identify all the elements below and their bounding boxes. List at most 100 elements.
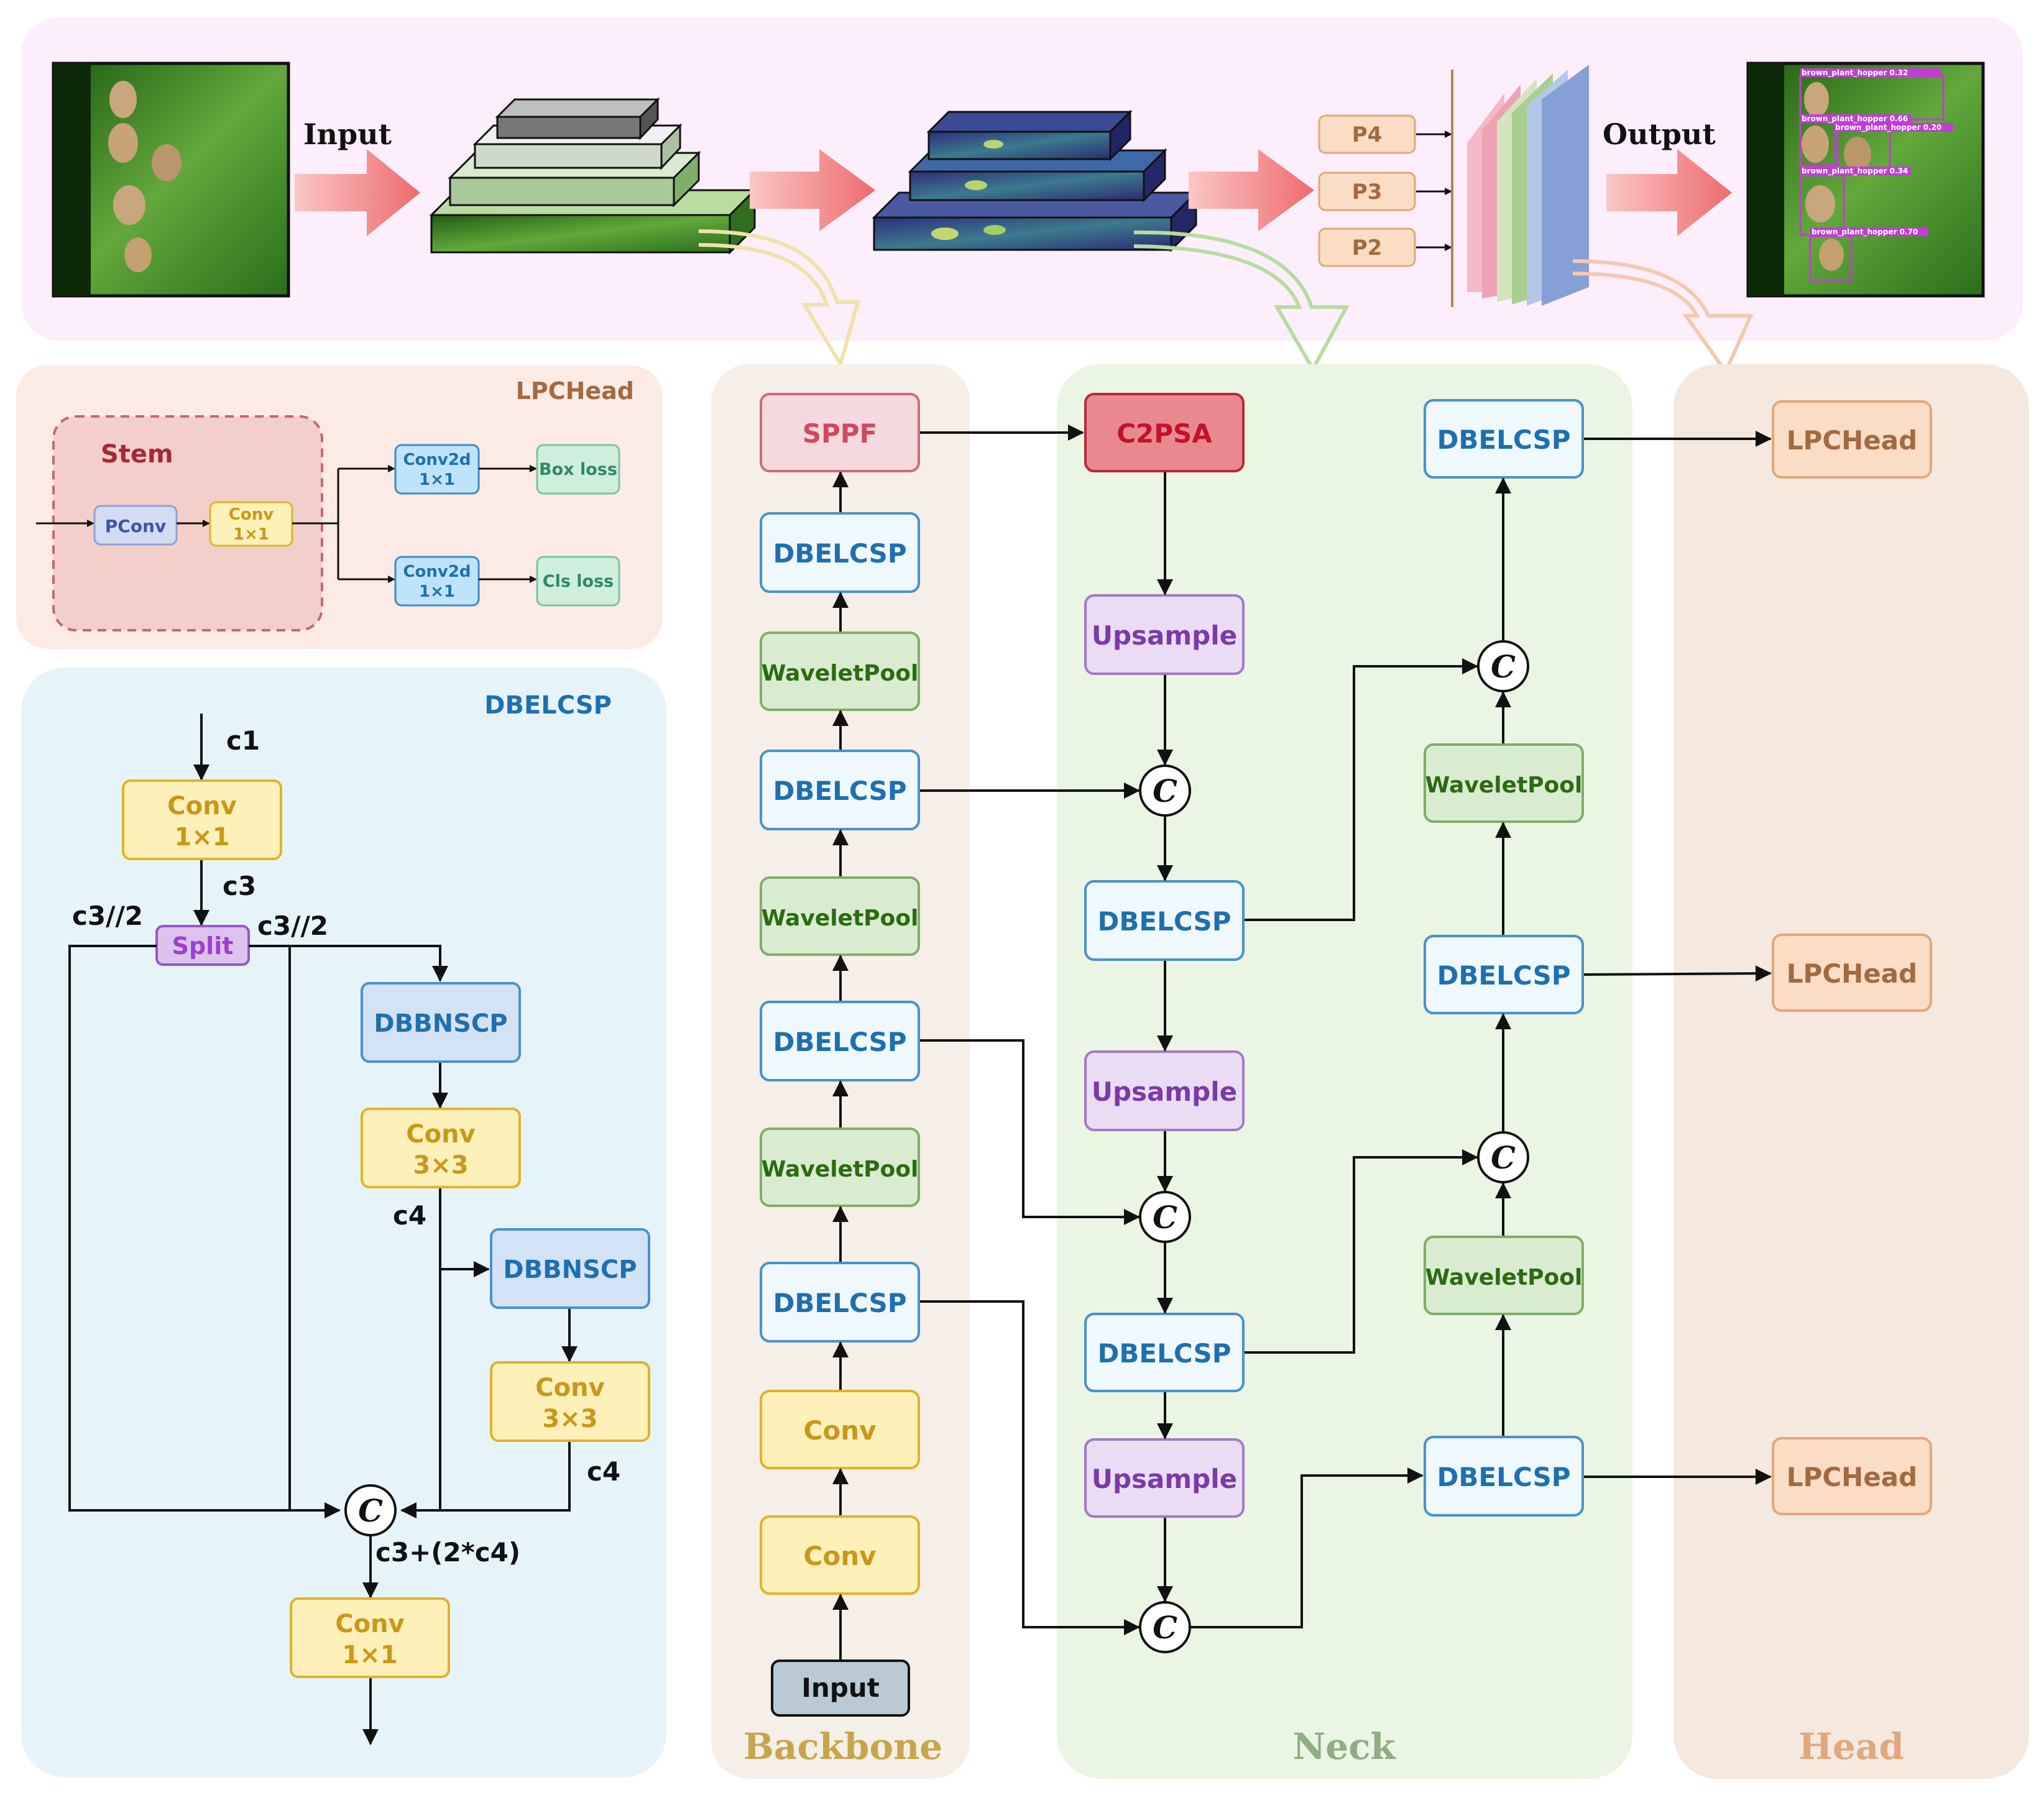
- image-pyramid-icon: [429, 97, 757, 255]
- stem-title: Stem: [101, 440, 173, 469]
- svg-text:Conv: Conv: [335, 1610, 404, 1638]
- conv2d-box-node: Conv2d 1×1: [394, 444, 480, 495]
- split-left-branch: [68, 945, 341, 1518]
- dbelcsp-conv-bottom: Conv 1×1: [290, 1597, 450, 1678]
- c4-a-label: c4: [393, 1200, 426, 1231]
- head-lpchead-bottom: LPCHead: [1772, 1437, 1932, 1515]
- input-big-arrow: [295, 149, 420, 236]
- svg-text:C: C: [1153, 773, 1177, 809]
- backbone-dbelcsp-4: DBELCSP: [760, 512, 920, 593]
- svg-text:Upsample: Upsample: [1092, 1077, 1237, 1107]
- neck-concat-2: C: [1139, 1191, 1191, 1243]
- svg-text:Upsample: Upsample: [1092, 620, 1237, 651]
- box-loss-node: Box loss: [536, 444, 620, 495]
- svg-text:DBELCSP: DBELCSP: [1437, 1462, 1571, 1492]
- stem-conv-node: Conv 1×1: [209, 501, 293, 547]
- head-link-arrow: [1572, 259, 1754, 376]
- backbone-conv-2: Conv: [760, 1390, 920, 1469]
- neck-concat-1: C: [1139, 764, 1191, 817]
- conv3-b-to-concat-edge: [400, 1442, 571, 1518]
- backbone-waveletpool-2: WaveletPool: [760, 876, 920, 956]
- svg-text:brown_plant_hopper 0.32: brown_plant_hopper 0.32: [1802, 68, 1908, 78]
- dbbnscp-b-node: DBBNSCP: [490, 1228, 650, 1309]
- svg-text:1×1: 1×1: [419, 582, 455, 601]
- svg-text:C2PSA: C2PSA: [1116, 418, 1212, 449]
- svg-text:1×1: 1×1: [233, 525, 269, 544]
- c3-label: c3: [223, 871, 256, 901]
- svg-text:brown_plant_hopper 0.66: brown_plant_hopper 0.66: [1802, 114, 1908, 124]
- backbone-waveletpool-1: WaveletPool: [760, 1127, 920, 1207]
- svg-text:1×1: 1×1: [174, 823, 229, 852]
- feature-big-arrow: [1189, 149, 1314, 231]
- neck-title: Neck: [1292, 1725, 1396, 1768]
- head-panel: [1673, 364, 2029, 1779]
- svg-text:WaveletPool: WaveletPool: [762, 906, 919, 931]
- svg-text:C: C: [358, 1492, 383, 1529]
- svg-text:DBELCSP: DBELCSP: [773, 1288, 907, 1318]
- svg-text:P2: P2: [1352, 236, 1383, 260]
- svg-text:C: C: [1491, 648, 1516, 685]
- pyramid-big-arrow: [750, 149, 875, 231]
- svg-text:WaveletPool: WaveletPool: [762, 661, 919, 686]
- dbbnscp-a-node: DBBNSCP: [361, 982, 521, 1063]
- conv3-a-node: Conv 3×3: [361, 1108, 521, 1188]
- svg-text:Cls loss: Cls loss: [543, 572, 614, 591]
- svg-text:DBBNSCP: DBBNSCP: [503, 1256, 637, 1284]
- svg-text:DBELCSP: DBELCSP: [1098, 906, 1231, 937]
- svg-text:Conv: Conv: [406, 1120, 475, 1149]
- output-big-arrow: [1606, 149, 1732, 236]
- svg-text:DBELCSP: DBELCSP: [1098, 1338, 1231, 1369]
- svg-text:Conv: Conv: [535, 1374, 604, 1402]
- neck-edges: [920, 425, 1772, 1635]
- svg-text:Box loss: Box loss: [539, 460, 617, 479]
- pyramid-level-p4: P4: [1318, 114, 1416, 154]
- neck-panel: [1057, 364, 1632, 1779]
- pconv-node: PConv: [93, 505, 178, 546]
- backbone-sppf: SPPF: [760, 393, 920, 472]
- neck-dbelcsp-out-large: DBELCSP: [1424, 399, 1584, 479]
- svg-text:DBELCSP: DBELCSP: [773, 776, 907, 806]
- pyramid-level-p2: P2: [1318, 227, 1416, 267]
- svg-text:C: C: [1153, 1199, 1177, 1236]
- neck-waveletpool-a: WaveletPool: [1424, 1236, 1584, 1315]
- svg-text:Conv2d: Conv2d: [403, 451, 471, 469]
- head-lpchead-mid: LPCHead: [1772, 934, 1932, 1012]
- head-title: Head: [1798, 1725, 1904, 1768]
- svg-text:WaveletPool: WaveletPool: [1425, 773, 1583, 798]
- svg-text:1×1: 1×1: [419, 471, 455, 489]
- pyramid-level-p3: P3: [1318, 172, 1416, 211]
- svg-text:SPPF: SPPF: [803, 418, 878, 449]
- neck-concat-5: C: [1477, 640, 1529, 692]
- neck-upsample-2: Upsample: [1084, 1050, 1245, 1131]
- backbone-dbelcsp-1: DBELCSP: [760, 1262, 920, 1343]
- svg-text:PConv: PConv: [105, 516, 167, 536]
- neck-upsample-3: Upsample: [1084, 1438, 1245, 1518]
- neck-concat-3: C: [1139, 1601, 1191, 1653]
- conv2d-cls-node: Conv2d 1×1: [394, 556, 480, 607]
- neck-dbelcsp-1: DBELCSP: [1084, 880, 1245, 961]
- svg-text:Conv: Conv: [167, 792, 236, 820]
- conv3-b-node: Conv 3×3: [490, 1361, 650, 1442]
- svg-text:Upsample: Upsample: [1092, 1464, 1237, 1494]
- svg-text:C: C: [1153, 1609, 1177, 1646]
- dbelcsp-conv-top: Conv 1×1: [122, 779, 282, 860]
- head-lpchead-top: LPCHead: [1772, 400, 1932, 479]
- input-label: Input: [303, 117, 392, 151]
- svg-text:Input: Input: [801, 1673, 880, 1703]
- c3-half-right-label: c3//2: [257, 911, 328, 941]
- svg-text:LPCHead: LPCHead: [1787, 425, 1917, 456]
- output-image: brown_plant_hopper 0.32 brown_plant_hopp…: [1746, 62, 1985, 298]
- neck-dbelcsp-2: DBELCSP: [1084, 1313, 1245, 1392]
- backbone-input: Input: [771, 1660, 910, 1717]
- svg-text:Conv: Conv: [804, 1541, 877, 1571]
- svg-text:Conv: Conv: [229, 505, 274, 524]
- neck-concat-4: C: [1477, 1131, 1529, 1183]
- detection-head-planes-icon: [1467, 65, 1589, 306]
- svg-text:3×3: 3×3: [413, 1151, 468, 1180]
- c4-b-label: c4: [587, 1456, 620, 1487]
- neck-dbelcsp-out-mid: DBELCSP: [1424, 935, 1584, 1014]
- neck-upsample-1: Upsample: [1084, 594, 1245, 675]
- backbone-conv-1: Conv: [760, 1515, 920, 1595]
- backbone-waveletpool-3: WaveletPool: [760, 631, 920, 711]
